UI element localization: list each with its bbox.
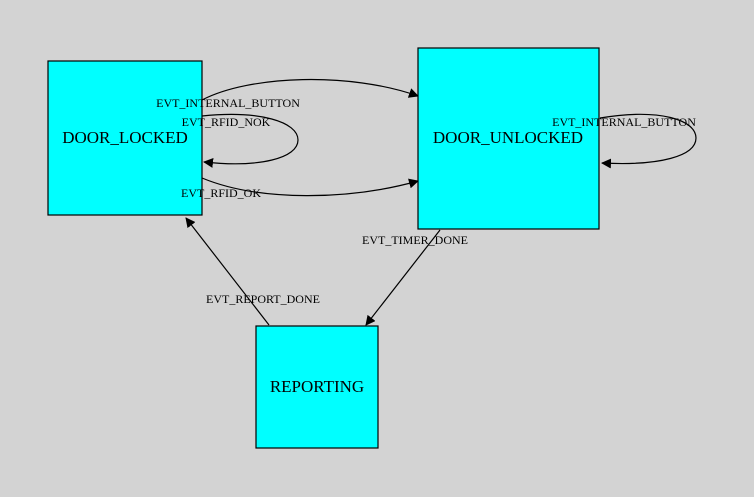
state-reporting: REPORTING (255, 325, 379, 449)
edge-unlocked-to-reporting-timer (365, 229, 441, 326)
label-locked-self-rfid-nok: EVT_RFID_NOK (182, 115, 271, 129)
state-door-unlocked-label: DOOR_UNLOCKED (433, 128, 583, 147)
label-reporting-to-locked-done: EVT_REPORT_DONE (206, 292, 320, 306)
state-reporting-box (255, 325, 379, 449)
edge-locked-to-unlocked-rfid-ok (201, 177, 419, 197)
edge-locked-self-rfid-nok (201, 113, 299, 168)
label-unlocked-to-reporting-timer: EVT_TIMER_DONE (362, 233, 468, 247)
label-locked-to-unlocked-button: EVT_INTERNAL_BUTTON (156, 96, 300, 110)
edge-locked-to-unlocked-button (201, 78, 419, 101)
label-locked-to-unlocked-rfid-ok: EVT_RFID_OK (181, 186, 261, 200)
state-door-locked-box (47, 60, 203, 216)
state-door-locked: DOOR_LOCKED (47, 60, 203, 216)
edge-unlocked-self-button (599, 113, 697, 169)
label-unlocked-self-button: EVT_INTERNAL_BUTTON (552, 115, 696, 129)
state-door-unlocked-box (417, 47, 600, 230)
state-reporting-label: REPORTING (270, 377, 364, 396)
edge-reporting-to-locked-done (185, 217, 270, 326)
state-door-locked-label: DOOR_LOCKED (62, 128, 188, 147)
state-door-unlocked: DOOR_UNLOCKED (417, 47, 600, 230)
